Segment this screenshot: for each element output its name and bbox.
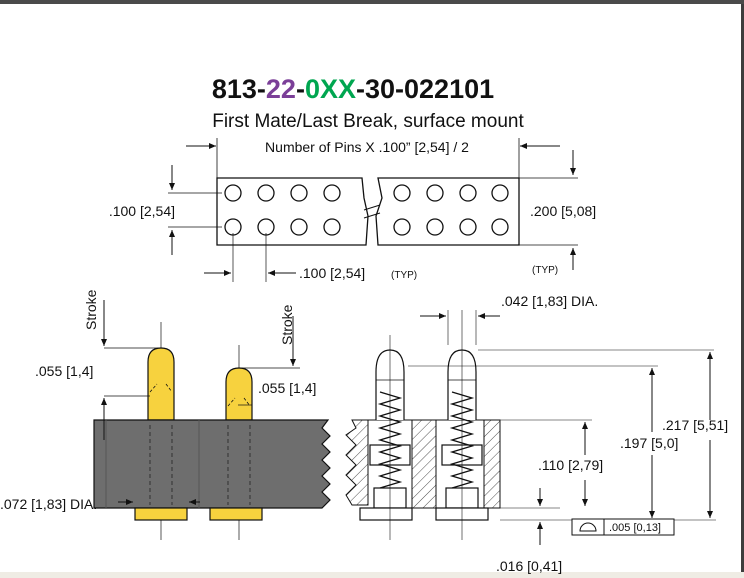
total-height-label: .217 [5,51] (662, 417, 728, 433)
section-hatch-mid (411, 419, 437, 509)
subtitle: First Mate/Last Break, surface mount (212, 111, 524, 132)
typ-label: (TYP) (532, 265, 558, 276)
flatness-icon (579, 522, 597, 532)
bottom-offset-label: .016 [0,41] (496, 558, 562, 574)
side-view: Stroke .055 [1,4] Stroke .055 [1,4] .072… (0, 289, 331, 540)
tip-1-label: .055 [1,4] (35, 363, 93, 379)
top-view-left-block (216, 177, 369, 246)
spring-1 (377, 391, 403, 489)
pin-1-pad (134, 507, 188, 521)
stroke-label-1: Stroke (83, 289, 99, 330)
body-height-label: .110 [2,79] (538, 457, 603, 473)
stroke-label-2: Stroke (279, 304, 295, 345)
section-view: (TYP) .042 [1,83] DIA. .217 [5,51] .197 … (345, 265, 728, 574)
col-pitch-typ: (TYP) (391, 270, 417, 281)
top-border (0, 0, 744, 4)
flatness-symbol-box (571, 518, 605, 536)
part-number-prefix: 813- (212, 74, 266, 104)
bottom-border (0, 572, 744, 578)
base-dia-label: .072 [1,83] DIA. (0, 496, 97, 512)
part-number: 813-22-0XX-30-022101 (212, 74, 494, 104)
top-view: Number of Pins X .100” [2,54] / 2 (109, 138, 596, 282)
part-number-purple: 22 (266, 74, 296, 104)
pin-dia-label: .042 [1,83] DIA. (501, 293, 598, 309)
col-pitch-label: .100 [2,54] (299, 265, 365, 281)
row-pitch-label: .100 [2,54] (109, 203, 175, 219)
section-hatch-left (345, 419, 369, 506)
right-border (741, 4, 744, 578)
flatness-label: .005 [0,13] (609, 522, 661, 534)
tip-2-label: .055 [1,4] (258, 380, 316, 396)
pin-2-plunger (225, 367, 253, 421)
part-number-green: 0XX (305, 74, 356, 104)
section-hatch-right (483, 419, 501, 509)
insulator-body (93, 419, 331, 509)
part-number-dash: - (296, 74, 305, 104)
pin-2-pad (209, 507, 263, 521)
mid-height-label: .197 [5,0] (620, 435, 678, 451)
part-number-suffix: -30-022101 (356, 74, 494, 104)
height-label: .200 [5,08] (530, 203, 596, 219)
spring-2 (449, 391, 475, 489)
pin-count-label: Number of Pins X .100” [2,54] / 2 (265, 139, 469, 155)
pin-1-plunger (147, 347, 175, 421)
